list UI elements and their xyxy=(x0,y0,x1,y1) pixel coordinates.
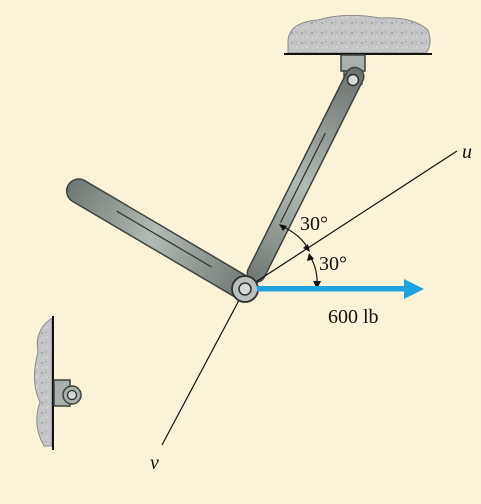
v-axis-line xyxy=(161,288,246,446)
wall-support xyxy=(34,316,54,450)
u-axis-line xyxy=(244,150,458,290)
force-label: 600 lb xyxy=(328,306,379,328)
angle-arc-upper-arrowhead-end xyxy=(303,244,310,252)
center-pin xyxy=(231,275,259,303)
angle-label-lower: 30° xyxy=(319,253,347,275)
u-axis-label: u xyxy=(462,141,472,163)
angle-arc-lower-arrowhead-end xyxy=(313,281,321,289)
wall-pin xyxy=(62,385,82,405)
upper-pin xyxy=(346,73,360,87)
force-arrow xyxy=(257,279,424,299)
angle-label-upper: 30° xyxy=(300,213,328,235)
angle-arc-lower-arrowhead xyxy=(307,253,314,261)
angle-arc-upper-arrowhead xyxy=(279,224,287,231)
ceiling-support xyxy=(284,14,432,55)
v-axis-label: v xyxy=(150,452,159,474)
